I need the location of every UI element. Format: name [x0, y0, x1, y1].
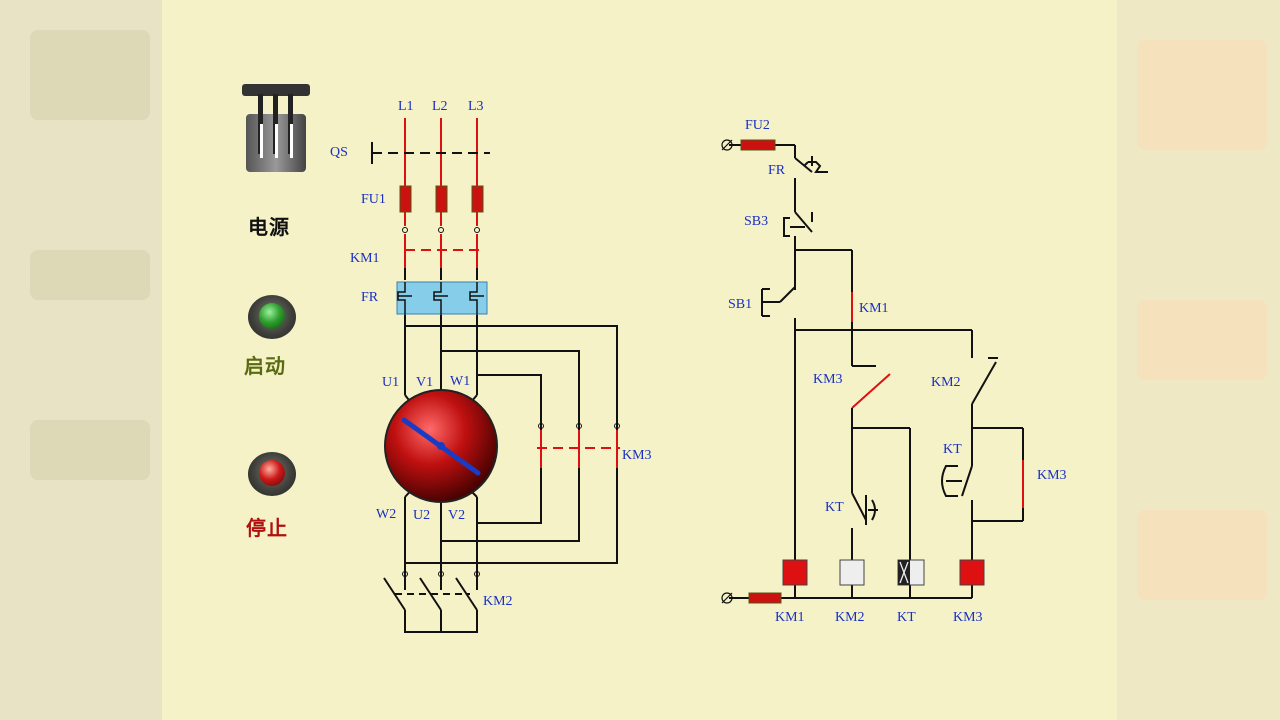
label-v2: V2	[448, 508, 466, 523]
stop-label: 停止	[246, 516, 288, 540]
background-blur	[1137, 300, 1267, 380]
neutral-fuse	[748, 592, 782, 604]
km2-coil	[839, 559, 865, 586]
label-km2-contact: KM2	[931, 375, 961, 390]
background-blur	[1137, 40, 1267, 150]
fu1-fuse-l2	[435, 185, 448, 213]
motor-rotor	[401, 417, 481, 476]
label-kt-contact: KT	[943, 442, 962, 457]
label-coil-km2: KM2	[835, 610, 865, 625]
right-background	[1117, 0, 1280, 720]
label-u2: U2	[413, 508, 431, 523]
label-km3-main: KM3	[622, 448, 652, 463]
label-kt-timed: KT	[825, 500, 844, 515]
label-v1: V1	[416, 375, 434, 390]
label-km1: KM1	[350, 251, 380, 266]
power-switch[interactable]	[242, 84, 310, 174]
label-w1: W1	[450, 374, 471, 389]
fu1-fuse-l3	[471, 185, 484, 213]
label-km3-contact: KM3	[813, 372, 843, 387]
label-w2: W2	[376, 507, 397, 522]
label-coil-km3: KM3	[953, 610, 983, 625]
fu1-fuse-l1	[399, 185, 412, 213]
label-fr-contact: FR	[768, 163, 786, 178]
label-u1: U1	[382, 375, 400, 390]
power-label: 电源	[248, 215, 290, 239]
label-fr: FR	[361, 290, 379, 305]
label-coil-kt: KT	[897, 610, 916, 625]
km2-star-contacts	[383, 577, 478, 633]
label-l1: L1	[398, 99, 414, 114]
stop-button[interactable]	[248, 452, 296, 496]
start-button[interactable]	[248, 295, 296, 339]
fu2-fuse	[740, 139, 776, 151]
kt-coil	[897, 559, 925, 586]
label-km2-main: KM2	[483, 594, 513, 609]
label-l3: L3	[468, 99, 484, 114]
diagram-panel	[162, 0, 1117, 720]
km3-coil	[959, 559, 985, 586]
fr-thermal-relay	[396, 281, 488, 315]
label-qs: QS	[330, 145, 348, 160]
background-blur	[30, 420, 150, 480]
label-km3-hold: KM3	[1037, 468, 1067, 483]
label-coil-km1: KM1	[775, 610, 805, 625]
background-blur	[1137, 510, 1267, 600]
background-blur	[30, 250, 150, 300]
label-km1-contact: KM1	[859, 301, 889, 316]
left-background	[0, 0, 162, 720]
label-fu1: FU1	[361, 192, 386, 207]
background-blur	[30, 30, 150, 120]
start-button-cap	[259, 303, 285, 329]
label-fu2: FU2	[745, 118, 770, 133]
knife-switch-icon	[242, 84, 310, 172]
label-sb1: SB1	[728, 297, 753, 312]
km1-coil	[782, 559, 808, 586]
start-label: 启动	[244, 354, 286, 378]
stop-button-cap	[259, 460, 285, 486]
label-sb3: SB3	[744, 214, 769, 229]
label-l2: L2	[432, 99, 448, 114]
